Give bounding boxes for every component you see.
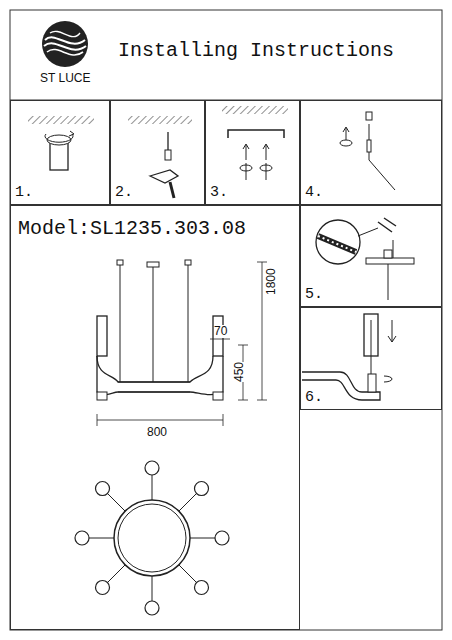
spoke <box>107 493 125 511</box>
step-number: 2. <box>115 185 133 202</box>
dimension: 450 <box>233 362 246 382</box>
lamp-head <box>75 531 89 545</box>
lamp-head <box>145 461 159 475</box>
model-panel: Model:SL1235.303.08 <box>10 205 300 630</box>
chandelier-top-view <box>75 461 229 615</box>
dimension: 800 <box>147 426 167 439</box>
model-number: Model:SL1235.303.08 <box>18 218 246 240</box>
step4-figure <box>340 112 395 190</box>
step3-figure <box>222 106 288 180</box>
step1-figure <box>28 116 94 170</box>
step-panel: 3. <box>205 100 300 205</box>
step5-figure <box>316 218 414 300</box>
dimension: 1800 <box>265 269 278 296</box>
step-panel: 6. <box>300 307 442 410</box>
spoke <box>107 565 125 583</box>
lamp-head <box>96 482 110 496</box>
step-number: 5. <box>305 287 323 304</box>
spoke <box>179 493 197 511</box>
spoke <box>152 576 153 601</box>
step-number: 1. <box>15 185 33 202</box>
lamp-head <box>194 482 208 496</box>
step-panel: 5. <box>300 205 442 307</box>
lamp-head <box>96 580 110 594</box>
lamp-head <box>145 601 159 615</box>
step6-figure <box>302 314 396 400</box>
lamp-head <box>215 531 229 545</box>
lamp-head <box>194 580 208 594</box>
spoke <box>179 565 197 583</box>
spoke <box>152 475 153 500</box>
step-number: 3. <box>210 185 228 202</box>
brand-name: ST LUCE <box>40 72 90 85</box>
spoke <box>89 538 114 539</box>
step-panel: 1. <box>10 100 110 205</box>
page-frame <box>10 10 442 630</box>
dimension: 70 <box>214 325 227 338</box>
spoke <box>190 538 215 539</box>
step-panel: 4. <box>300 100 442 205</box>
chandelier-elevation <box>97 260 267 426</box>
step-number: 4. <box>305 185 323 202</box>
brand-logo <box>42 21 88 67</box>
step-panel: 2. <box>110 100 205 205</box>
step-number: 6. <box>305 390 323 407</box>
step2-figure <box>128 116 192 198</box>
sheet-title: Installing Instructions <box>118 40 394 62</box>
